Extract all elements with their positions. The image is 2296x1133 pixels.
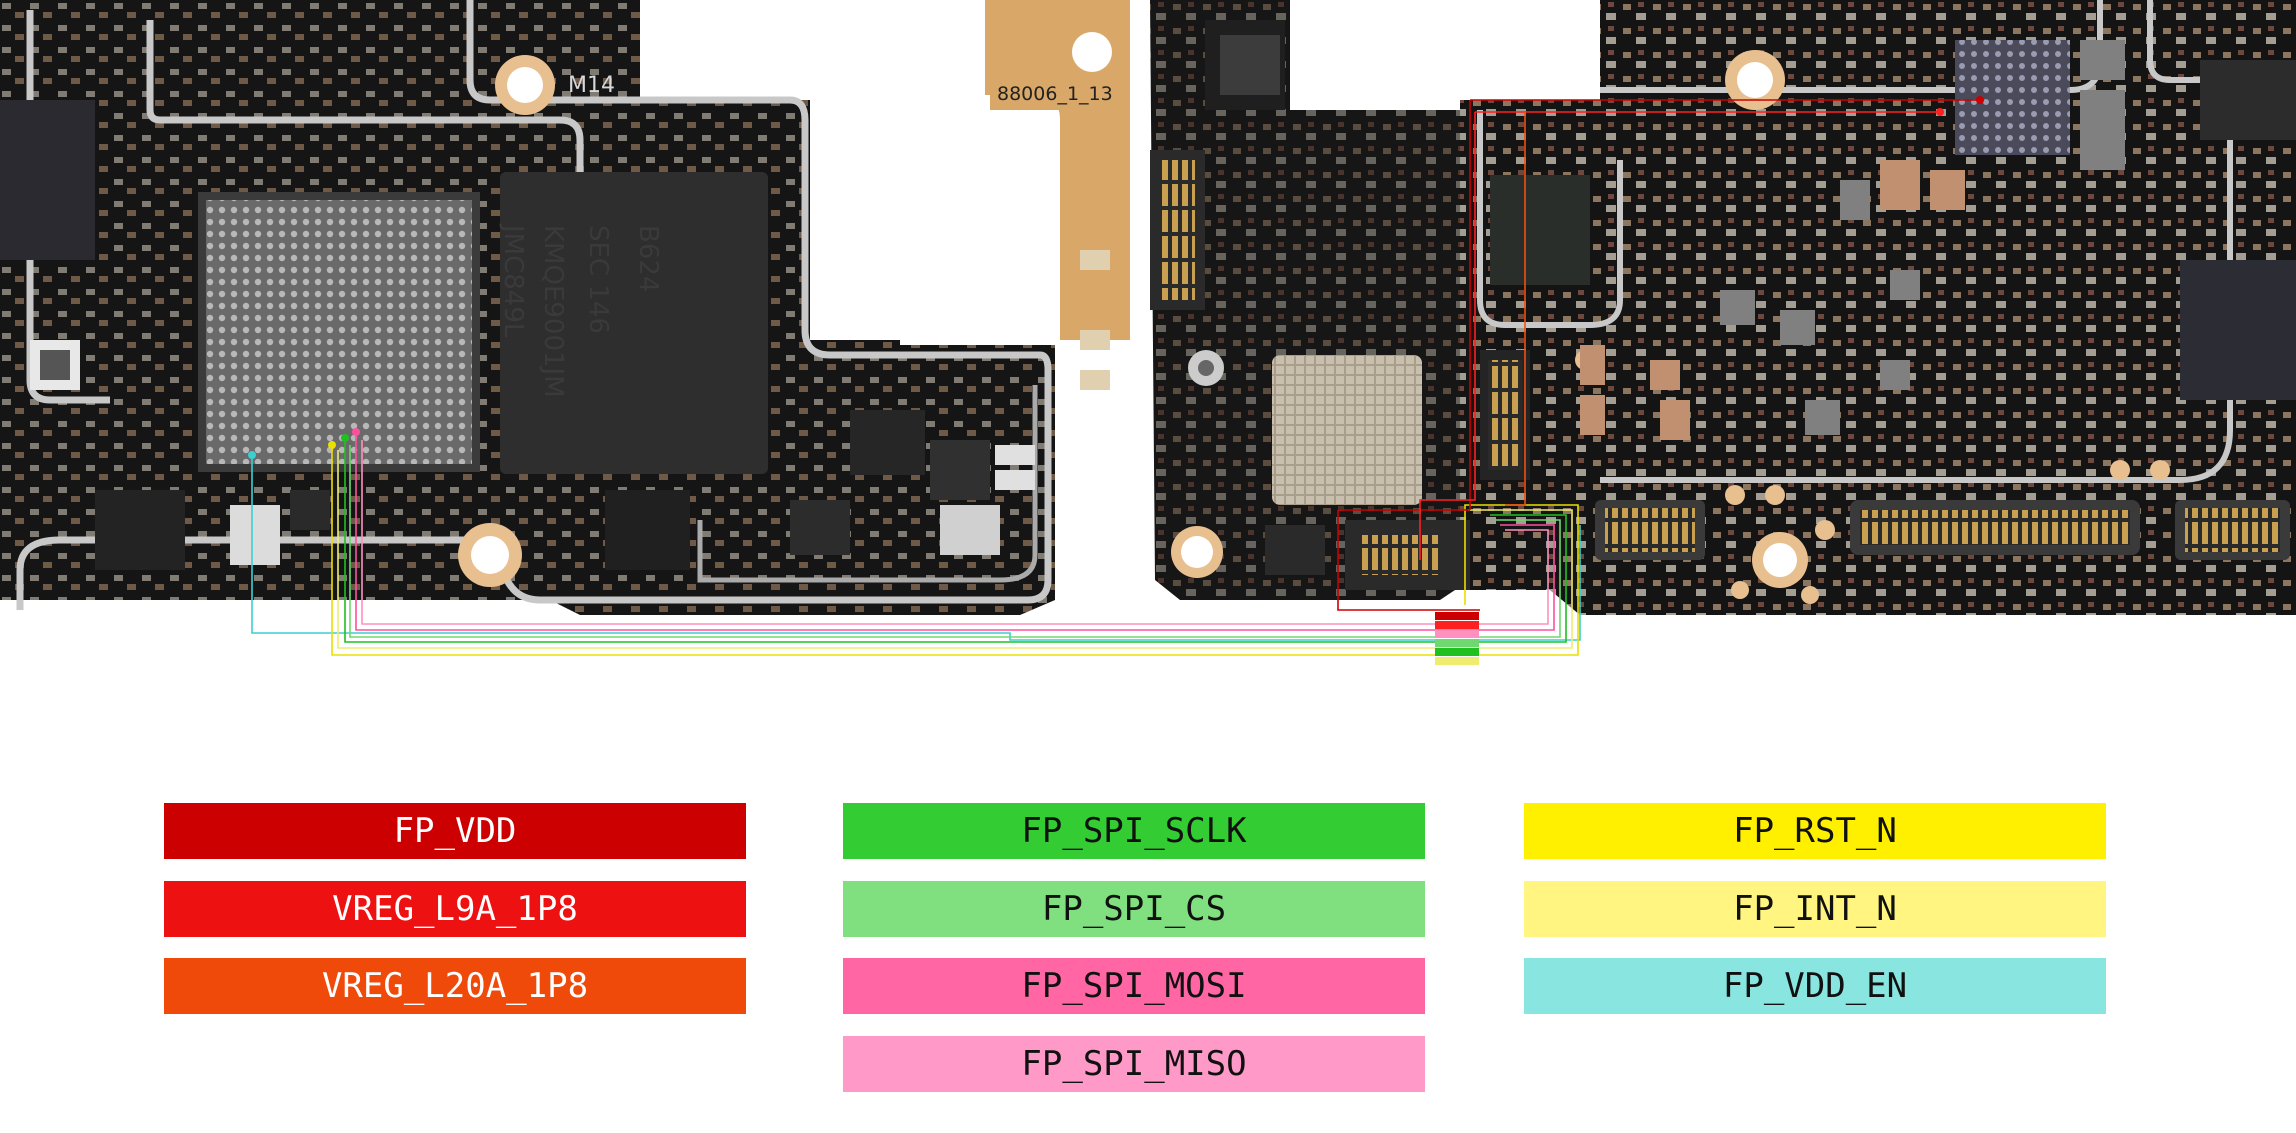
legend-vreg-l20a-1p8: VREG_L20A_1P8 <box>164 958 746 1014</box>
board-label-m14: M14 <box>568 73 615 98</box>
pcb-board-photo: SEC 146 B624 KMQE9001JM JMC849L M14 8800… <box>0 0 2296 665</box>
chip-marking-2: B624 <box>633 225 663 292</box>
legend-fp-vdd: FP_VDD <box>164 803 746 859</box>
fp-connector <box>1345 520 1470 590</box>
chip-marking-3: KMQE9001JM <box>538 225 568 398</box>
legend-fp-rst-n: FP_RST_N <box>1524 803 2106 859</box>
chip-marking-1: SEC 146 <box>583 225 613 334</box>
chip-marking-4: JMC849L <box>498 223 528 338</box>
legend-fp-vdd-en: FP_VDD_EN <box>1524 958 2106 1014</box>
legend-fp-spi-sclk: FP_SPI_SCLK <box>843 803 1425 859</box>
left-board: SEC 146 B624 KMQE9001JM JMC849L M14 <box>0 0 1055 615</box>
legend-fp-spi-miso: FP_SPI_MISO <box>843 1036 1425 1092</box>
legend-fp-spi-mosi: FP_SPI_MOSI <box>843 958 1425 1014</box>
legend-fp-int-n: FP_INT_N <box>1524 881 2106 937</box>
trace-tag-ladder <box>1435 612 1479 665</box>
legend-fp-spi-cs: FP_SPI_CS <box>843 881 1425 937</box>
center-board <box>1150 0 1470 600</box>
right-board <box>1460 0 2296 615</box>
legend-vreg-l9a-1p8: VREG_L9A_1P8 <box>164 881 746 937</box>
signal-traces <box>248 96 1984 656</box>
flex-label: 88006_1_13 <box>997 83 1113 105</box>
flex-tail-left: 88006_1_13 <box>985 0 1130 390</box>
